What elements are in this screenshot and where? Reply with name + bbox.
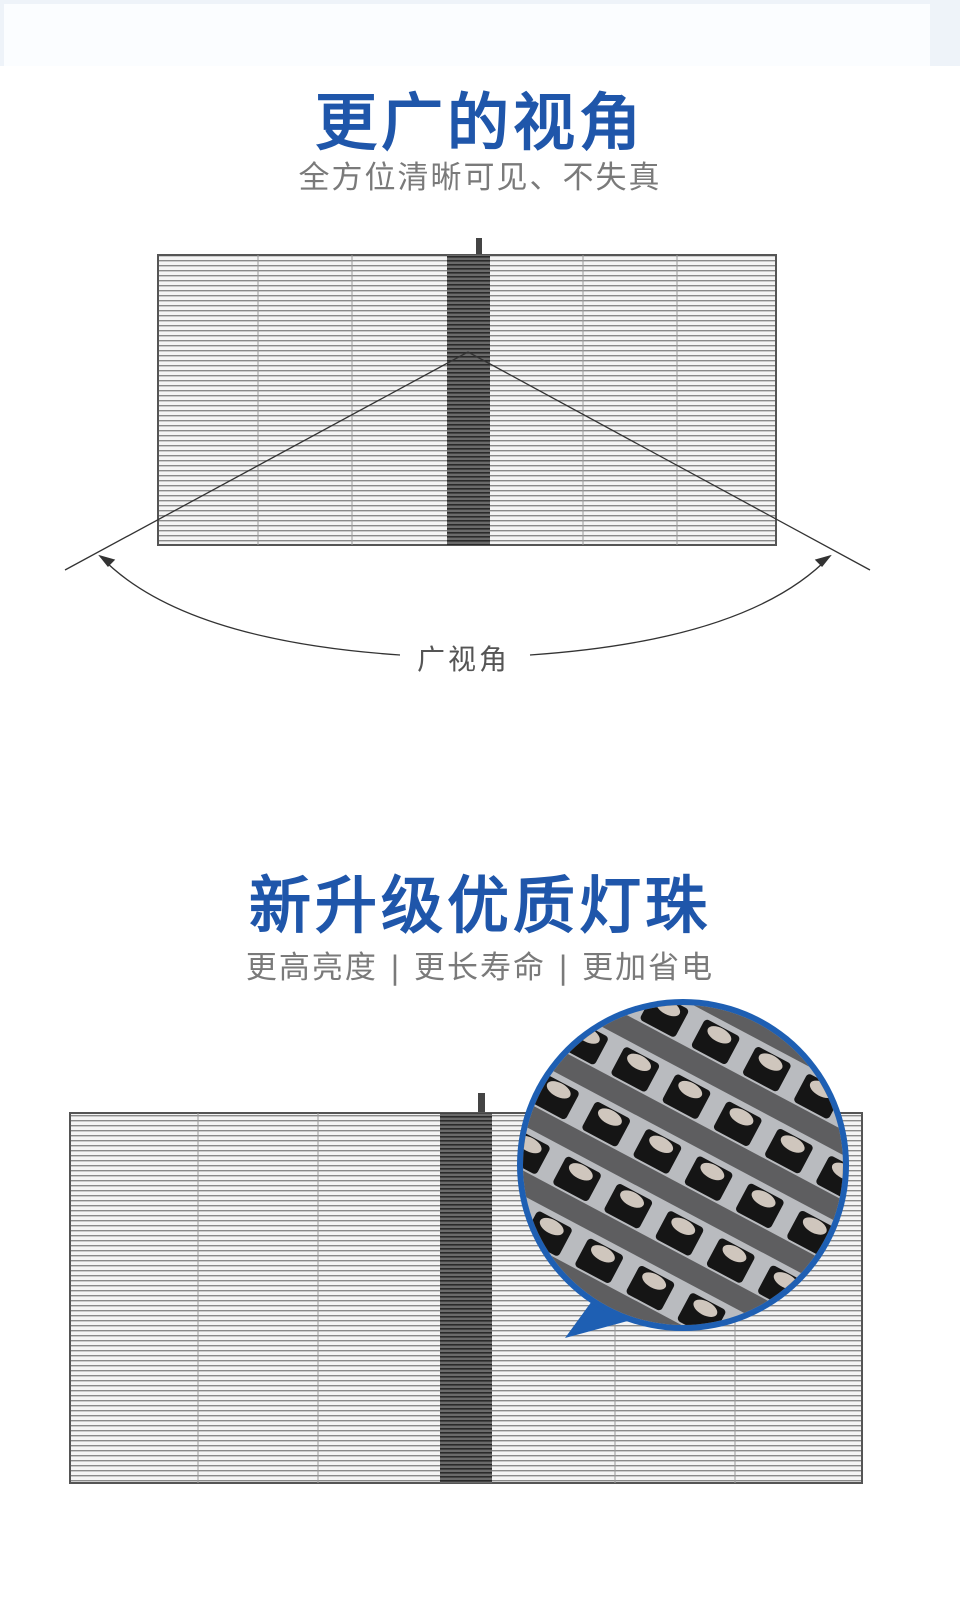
pcb-strip <box>523 1012 843 1267</box>
led-chip <box>946 1155 960 1202</box>
led-lens <box>873 1323 903 1348</box>
led-chip <box>743 1047 791 1092</box>
led-chip <box>523 1047 528 1092</box>
led-panel-1 <box>157 238 777 546</box>
pcb-strip <box>536 1005 843 1157</box>
led-lens <box>758 1053 783 1071</box>
led-lens <box>722 1244 747 1263</box>
led-lens <box>539 1217 564 1236</box>
led-chip <box>553 1156 601 1202</box>
led-chip <box>772 1483 822 1530</box>
led-chip <box>706 1238 755 1283</box>
led-lens <box>902 1268 932 1293</box>
led-lens <box>751 1190 776 1208</box>
led-chip <box>523 1129 550 1174</box>
led-chip <box>895 1127 945 1174</box>
pcb-strip <box>523 1176 843 1325</box>
top-band-inner <box>4 4 930 66</box>
led-chip <box>633 1129 682 1174</box>
led-chip <box>713 1101 762 1146</box>
led-lens <box>932 1213 960 1238</box>
led-lens <box>568 1163 593 1181</box>
led-chip <box>677 1293 726 1325</box>
section1-subtitle: 全方位清晰可见、不失真 <box>298 160 662 196</box>
led-lens <box>916 995 946 1020</box>
led-closeup-bubble <box>493 831 960 1530</box>
led-chip <box>626 1265 675 1311</box>
viewing-angle-lines <box>64 351 871 656</box>
led-lens <box>802 1217 827 1235</box>
led-lens <box>880 1186 910 1211</box>
pcb-strip <box>523 1005 843 1212</box>
led-chip <box>816 1156 843 1201</box>
led-chip <box>736 1183 784 1228</box>
led-chip <box>640 1005 689 1037</box>
section2-subtitle: 更高亮度 | 更长寿命 | 更加省电 <box>245 950 715 986</box>
led-lens <box>590 1245 615 1263</box>
led-lens <box>700 1162 725 1181</box>
led-lens <box>671 1217 696 1235</box>
led-lens <box>678 1080 703 1099</box>
led-lens <box>887 1049 917 1074</box>
led-lens <box>620 1190 644 1208</box>
led-chip <box>888 1264 938 1311</box>
led-chip <box>611 1047 660 1092</box>
led-chip <box>523 1005 557 1038</box>
led-lens <box>729 1108 754 1126</box>
led-chip <box>823 1019 843 1064</box>
led-lens <box>656 1005 681 1017</box>
led-lens <box>939 1077 960 1102</box>
top-band <box>0 0 960 66</box>
led-lens <box>649 1135 674 1154</box>
led-chip <box>604 1184 653 1229</box>
led-lens <box>693 1299 718 1317</box>
led-chip <box>873 1045 923 1092</box>
led-chip <box>953 1018 960 1065</box>
led-chip <box>684 1156 733 1201</box>
led-chip <box>924 1073 960 1120</box>
led-lens <box>609 831 639 856</box>
wide-angle-label: 广视角 <box>407 638 521 678</box>
led-chip <box>917 1209 960 1256</box>
led-chip <box>582 1102 630 1147</box>
led-lens <box>597 1108 622 1126</box>
led-chip <box>765 1128 813 1174</box>
led-lens <box>546 1081 571 1099</box>
section1-title: 更广的视角 <box>314 86 645 159</box>
led-lens <box>786 1487 816 1512</box>
led-lens <box>831 1162 843 1180</box>
led-lens <box>707 1026 732 1044</box>
led-chip <box>655 1211 704 1256</box>
led-lens <box>524 1005 549 1017</box>
led-lens <box>493 1050 523 1075</box>
led-lens <box>642 1272 667 1290</box>
led-chip <box>902 991 952 1038</box>
led-chip <box>662 1074 711 1119</box>
led-lens <box>627 1053 651 1072</box>
pcb-strip <box>523 1066 843 1321</box>
led-chip <box>691 1019 740 1065</box>
led-chip <box>859 1319 909 1366</box>
led-lens <box>909 1131 939 1156</box>
led-chip <box>575 1238 623 1283</box>
led-lens <box>780 1135 805 1153</box>
led-chip <box>866 1182 916 1229</box>
led-lens <box>787 1005 812 1017</box>
led-lens <box>838 1025 843 1044</box>
section2-title: 新升级优质灯珠 <box>248 869 711 942</box>
